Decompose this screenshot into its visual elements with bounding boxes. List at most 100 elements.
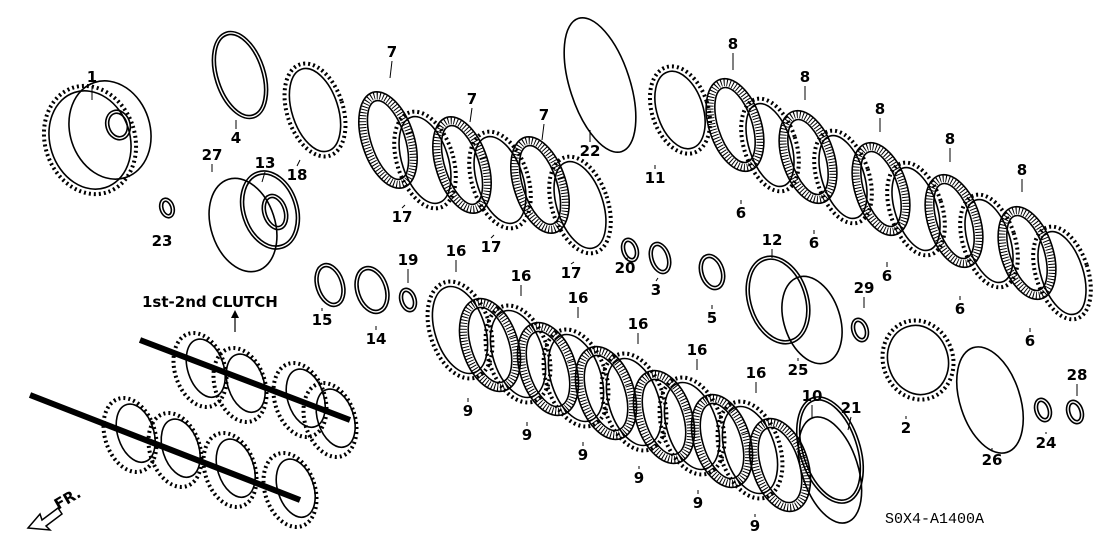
ring-19 xyxy=(398,287,418,313)
callout-9: 9 xyxy=(750,517,760,535)
mainshaft-assembly xyxy=(28,331,359,529)
snap-21 xyxy=(797,416,863,524)
disc-7 xyxy=(510,135,570,235)
clutch-drum xyxy=(41,83,139,197)
callout-16: 16 xyxy=(687,341,708,359)
callout-8: 8 xyxy=(728,35,738,53)
leader-line xyxy=(490,234,495,239)
leader-lines xyxy=(91,53,1078,517)
callout-9: 9 xyxy=(578,446,588,464)
callout-4: 4 xyxy=(231,129,241,147)
callout-9: 9 xyxy=(693,494,703,512)
snap-29 xyxy=(850,317,870,343)
snap-23 xyxy=(158,197,176,219)
callout-7: 7 xyxy=(467,90,477,108)
disc-9 xyxy=(748,417,812,513)
leader-line xyxy=(469,107,473,123)
callout-8: 8 xyxy=(800,68,810,86)
disc-8 xyxy=(851,141,911,237)
plate-6 xyxy=(958,192,1020,290)
callout-24: 24 xyxy=(1036,434,1057,452)
callout-1: 1 xyxy=(87,68,97,86)
callout-11: 11 xyxy=(645,169,666,187)
plate-11 xyxy=(647,64,713,156)
callout-27: 27 xyxy=(202,146,223,164)
spring-15 xyxy=(314,262,346,308)
callout-5: 5 xyxy=(707,309,717,327)
leader-line xyxy=(389,60,393,79)
disc-9 xyxy=(632,369,696,465)
plate-16 xyxy=(715,399,785,501)
callout-9: 9 xyxy=(463,402,473,420)
assembly-arrow-icon xyxy=(231,310,239,318)
assembly-label: 1st-2nd CLUTCH xyxy=(142,293,278,311)
callout-16: 16 xyxy=(511,267,532,285)
piston-bore xyxy=(261,193,289,231)
callout-6: 6 xyxy=(736,204,746,222)
disc-8 xyxy=(778,109,838,205)
callout-3: 3 xyxy=(651,281,661,299)
plate-18 xyxy=(282,61,348,159)
callout-15: 15 xyxy=(312,311,333,329)
o-ring-4 xyxy=(211,30,269,120)
seal-14 xyxy=(354,265,390,315)
leader-line xyxy=(624,257,629,260)
o-ring-25 xyxy=(781,275,843,365)
callout-19: 19 xyxy=(398,251,419,269)
callout-6: 6 xyxy=(955,300,965,318)
piston-13 xyxy=(239,170,301,250)
drum-hub xyxy=(104,109,132,141)
callout-18: 18 xyxy=(287,166,308,184)
bearing-3 xyxy=(648,241,672,275)
plate-17 xyxy=(392,109,458,211)
plate-6 xyxy=(739,96,801,194)
disc-7 xyxy=(432,115,492,215)
callout-9: 9 xyxy=(634,469,644,487)
callout-8: 8 xyxy=(875,100,885,118)
o-ring-26 xyxy=(955,346,1025,454)
callout-7: 7 xyxy=(539,106,549,124)
disc-8 xyxy=(924,173,984,269)
clutch-drum-rim xyxy=(68,80,152,180)
o-ring-27 xyxy=(208,177,278,273)
callout-6: 6 xyxy=(882,267,892,285)
callout-2: 2 xyxy=(901,419,911,437)
leader-line xyxy=(541,123,545,141)
callout-8: 8 xyxy=(945,130,955,148)
callout-21: 21 xyxy=(841,399,862,417)
callout-22: 22 xyxy=(580,142,601,160)
disc-7 xyxy=(358,90,418,190)
plate-6 xyxy=(812,128,874,226)
leader-line xyxy=(570,261,575,265)
callout-26: 26 xyxy=(982,451,1003,469)
callout-29: 29 xyxy=(854,279,875,297)
callout-20: 20 xyxy=(615,259,636,277)
callout-6: 6 xyxy=(1025,332,1035,350)
callout-25: 25 xyxy=(788,361,809,379)
plate-6 xyxy=(1031,224,1093,322)
parts-drawings xyxy=(28,16,1093,529)
callout-6: 6 xyxy=(809,234,819,252)
snap-24 xyxy=(1033,397,1053,423)
callout-17: 17 xyxy=(561,264,582,282)
snap-28 xyxy=(1065,399,1085,425)
plate-17 xyxy=(547,154,613,256)
callout-10: 10 xyxy=(802,387,823,405)
piston-12 xyxy=(745,255,811,345)
ring-20 xyxy=(620,237,640,263)
callout-14: 14 xyxy=(366,330,387,348)
front-arrow-icon xyxy=(26,506,64,531)
leader-line xyxy=(296,159,301,167)
callout-16: 16 xyxy=(446,242,467,260)
disc-8 xyxy=(705,77,765,173)
callout-17: 17 xyxy=(392,208,413,226)
leader-line xyxy=(655,277,659,282)
callout-23: 23 xyxy=(152,232,173,250)
plate-6 xyxy=(885,160,947,258)
leader-line xyxy=(401,204,406,209)
disc-8 xyxy=(997,205,1057,301)
callout-28: 28 xyxy=(1067,366,1088,384)
callout-17: 17 xyxy=(481,238,502,256)
callout-16: 16 xyxy=(568,289,589,307)
